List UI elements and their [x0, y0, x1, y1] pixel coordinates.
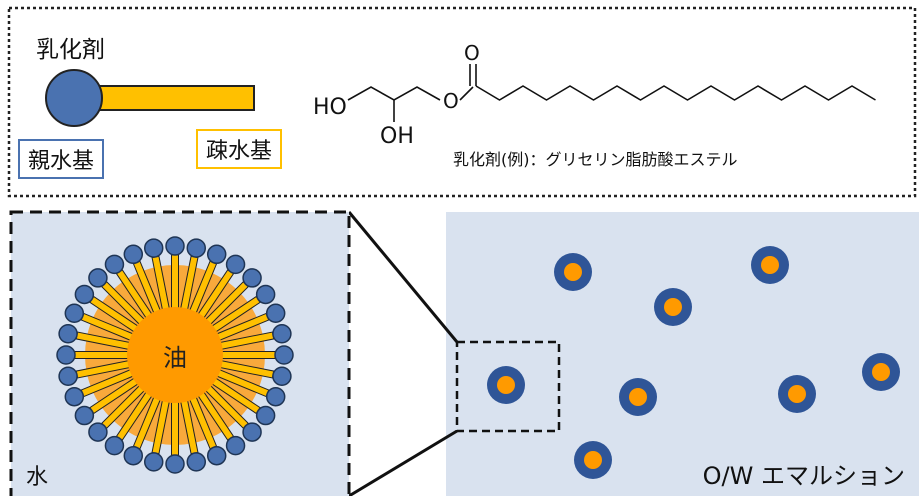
oil-label: 油: [163, 344, 187, 372]
hydrophobic-group-label: 疎水基: [196, 129, 283, 169]
hydrophobic-tail-bar: [87, 85, 255, 111]
emulsion-droplet: [778, 375, 816, 413]
hydrophilic-head: [206, 244, 227, 265]
droplet-oil-core: [564, 263, 582, 281]
hydrophilic-head: [274, 345, 294, 365]
hydrophilic-head: [242, 422, 262, 442]
hydrophilic-head: [58, 323, 78, 344]
hydrophilic-head: [74, 405, 95, 426]
hydrophilic-head: [104, 435, 125, 456]
micelle: [56, 236, 294, 474]
hydrophilic-head: [64, 386, 85, 407]
emulsifier-tail: [171, 254, 179, 312]
glycerol-fatty-acid-ester-molecule: [347, 64, 876, 122]
emulsion-droplet: [619, 378, 657, 416]
emulsifier-label: 乳化剤: [36, 37, 105, 63]
water-label: 水: [26, 465, 48, 490]
emulsion-droplet: [862, 353, 900, 391]
emulsion-droplet: [487, 366, 525, 404]
hydrophobic-tail: [171, 398, 179, 456]
hydrophilic-head: [242, 268, 262, 288]
hydrophilic-head: [255, 284, 276, 305]
hydrophilic-head: [143, 452, 164, 472]
hydrophilic-head: [225, 435, 246, 456]
carbonyl-oxygen-label: O: [464, 41, 480, 65]
top-panel-frame: [7, 6, 917, 198]
hydroxyl-bottom-label: OH: [380, 124, 414, 149]
hydrophilic-head: [74, 284, 95, 305]
hydrophilic-head: [206, 445, 227, 466]
hydroxyl-left-label: HO: [313, 95, 347, 120]
droplet-oil-core: [761, 256, 779, 274]
ester-oxygen-label: O: [443, 89, 459, 113]
hydrophilic-head: [64, 303, 85, 324]
hydrophilic-head: [58, 366, 78, 387]
emulsion-title: O/W エマルション: [703, 462, 905, 490]
hydrophilic-head: [265, 386, 286, 407]
hydrophilic-head: [186, 238, 207, 258]
hydrophilic-head: [88, 422, 108, 442]
hydrophilic-head: [143, 238, 164, 258]
hydrophilic-head: [56, 345, 76, 365]
hydrophilic-head: [265, 303, 286, 324]
zoom-connector-bottom: [348, 429, 458, 498]
hydrophilic-head: [272, 323, 292, 344]
emulsion-droplets: [487, 246, 900, 479]
fatty-acid-chain: [475, 85, 876, 101]
glycerol-backbone: [347, 86, 441, 101]
example-caption: 乳化剤(例)：グリセリン脂肪酸エステル: [453, 150, 738, 169]
hydrophilic-head: [123, 244, 144, 265]
droplet-oil-core: [664, 298, 682, 316]
hydrophilic-head: [165, 454, 185, 474]
hydrophobic-tail: [74, 351, 132, 359]
hydrophobic-tail: [171, 254, 179, 312]
hydrophilic-head: [88, 268, 108, 288]
zoom-connector-top: [347, 211, 459, 343]
hydrophilic-head: [104, 254, 125, 275]
zoom-selection-box: [455, 340, 561, 433]
emulsifier-tail: [171, 398, 179, 456]
hydrophilic-head: [255, 405, 276, 426]
ester-bond: [459, 86, 474, 101]
hydrophilic-group-label: 親水基: [18, 139, 105, 179]
oil-core: [127, 307, 223, 403]
droplet-oil-core: [497, 376, 515, 394]
hydrophilic-head: [225, 254, 246, 275]
droplet-oil-core: [584, 451, 602, 469]
droplet-oil-core: [872, 363, 890, 381]
hydrophilic-head: [272, 366, 292, 387]
emulsifier-tail: [218, 351, 276, 359]
hydrophobic-tail: [218, 351, 276, 359]
droplet-oil-core: [629, 388, 647, 406]
emulsion-droplet: [554, 253, 592, 291]
emulsion-droplet: [654, 288, 692, 326]
emulsion-droplet: [751, 246, 789, 284]
hydrophilic-head: [186, 452, 207, 472]
hydrophilic-head: [123, 445, 144, 466]
emulsion-panel-background: [446, 212, 919, 496]
hydrophilic-head: [165, 236, 185, 256]
droplet-oil-core: [788, 385, 806, 403]
emulsion-droplet: [574, 441, 612, 479]
emulsifier-tail: [74, 351, 132, 359]
hydrophilic-head-circle: [45, 69, 103, 127]
